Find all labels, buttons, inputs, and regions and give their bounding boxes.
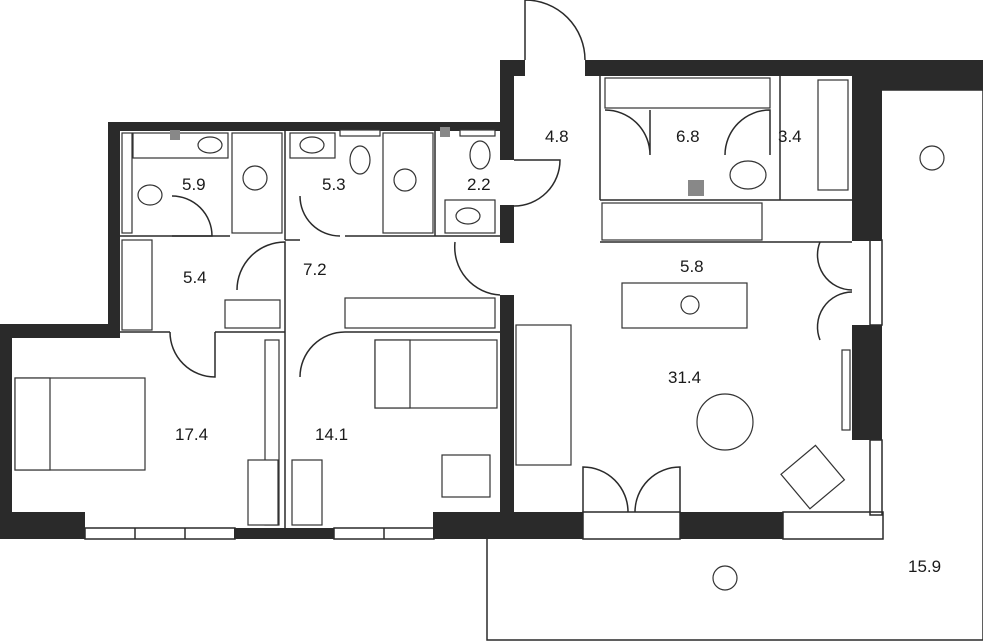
fixtures: [14, 77, 945, 591]
area-bath-1: 5.9: [182, 175, 206, 194]
area-bedroom-2: 14.1: [315, 425, 348, 444]
area-hall: 7.2: [303, 260, 327, 279]
area-closet: 5.4: [183, 268, 207, 287]
area-terrace: 15.9: [908, 557, 941, 576]
doors: [169, 0, 853, 513]
terrace-outline: [486, 89, 983, 641]
walls: [0, 60, 983, 539]
area-entry: 4.8: [545, 127, 569, 146]
area-wardrobe: 6.8: [676, 127, 700, 146]
area-labels: 5.9 5.3 2.2 4.8 6.8 3.4 5.4 7.2 5.8 17.4…: [175, 127, 941, 576]
windows: [84, 239, 884, 540]
area-bedroom-1: 17.4: [175, 425, 208, 444]
area-laundry: 3.4: [778, 127, 802, 146]
area-wc: 2.2: [467, 175, 491, 194]
area-bath-2: 5.3: [322, 175, 346, 194]
area-kitchen: 5.8: [680, 257, 704, 276]
partitions: [12, 76, 852, 528]
area-living: 31.4: [668, 368, 701, 387]
